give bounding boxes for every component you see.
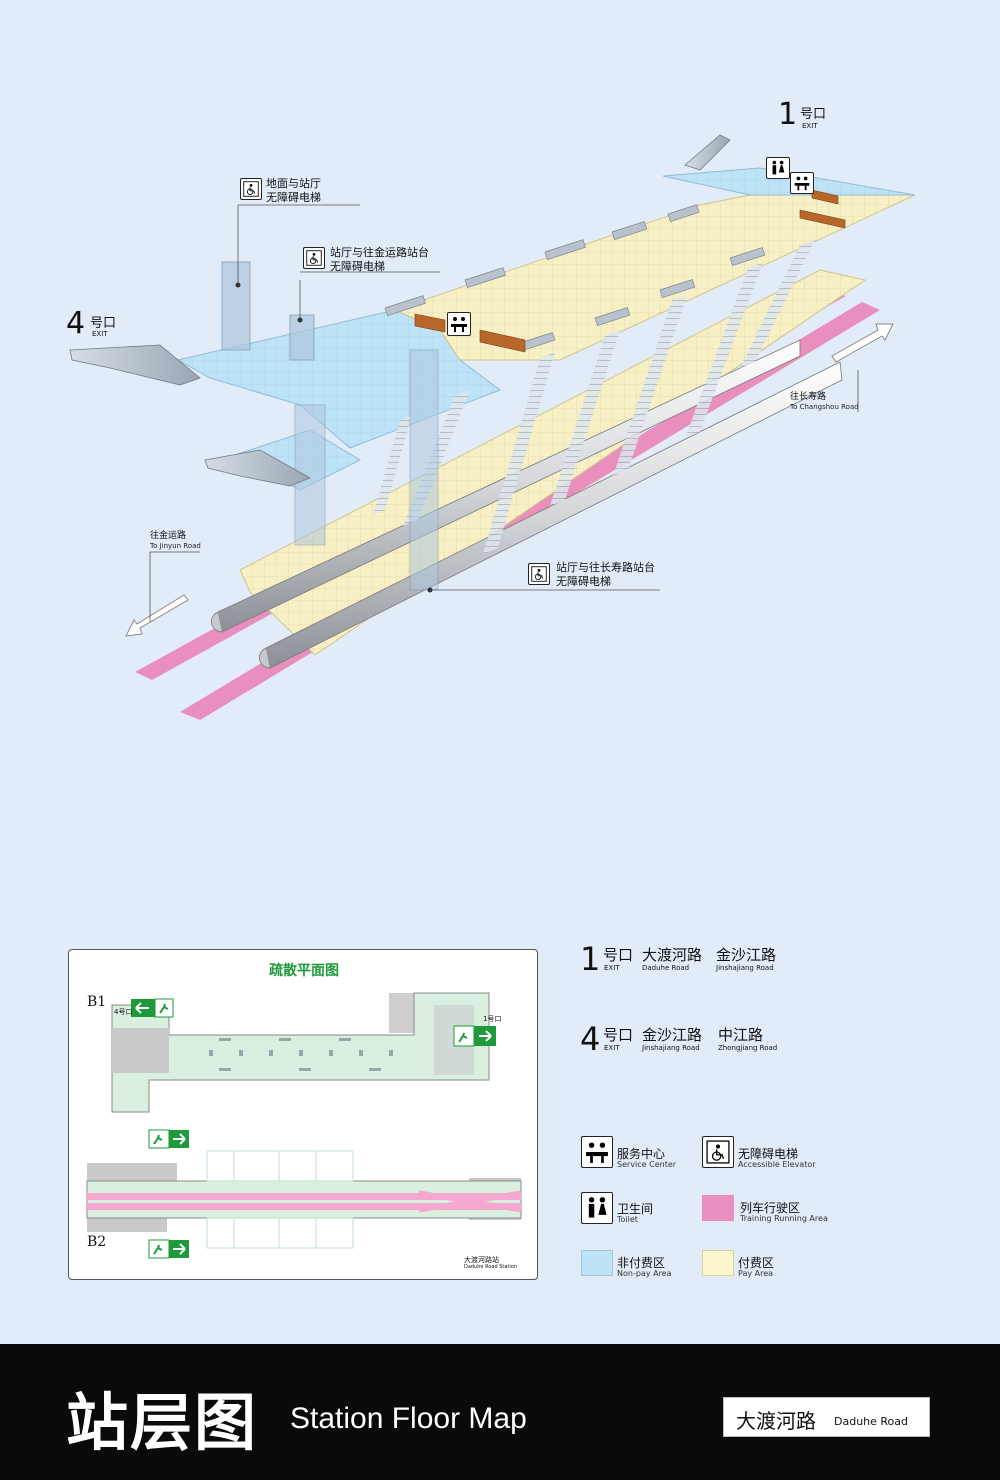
page-title-en: Station Floor Map — [290, 1402, 527, 1435]
direction-arrow-jinyun — [125, 594, 189, 637]
legend-pay-cn: 付费区 — [738, 1256, 775, 1270]
legend-pay-swatch — [702, 1250, 734, 1276]
exit1-number: 1 — [778, 97, 798, 132]
accessible-elevator-icon — [303, 247, 325, 269]
direction-jinyun-en: To Jinyun Road — [150, 542, 201, 550]
evacuation-plan-panel: 疏散平面图 B1 B2 4号口 1号口 大渡河路站 Daduhe Road St… — [68, 949, 538, 1280]
elevator2-line1: 站厅与往金运路站台 — [330, 246, 429, 259]
concourse-pay-area — [393, 194, 916, 361]
legend-toilet-cn: 卫生间 — [617, 1202, 654, 1216]
legend-nonpay-swatch — [581, 1250, 613, 1276]
accessible-elevator-icon — [240, 178, 262, 200]
station-name-en: Daduhe Road — [834, 1415, 909, 1428]
exit4-number: 4 — [66, 306, 86, 341]
legend-service-cn: 服务中心 — [617, 1147, 666, 1161]
exit1-road2-en: Jinshajiang Road — [716, 964, 774, 972]
exit1-road2-cn: 金沙江路 — [716, 946, 777, 964]
toilet-icon — [766, 157, 790, 179]
elevator2-line2: 无障碍电梯 — [330, 260, 385, 273]
footer-bar: 站层图 Station Floor Map 大渡河路 Daduhe Road — [0, 1344, 1000, 1480]
legend-nonpay-en: Non-pay Area — [617, 1269, 672, 1278]
evac-exit-sign-b2-top — [148, 1129, 189, 1149]
evac-exit4-label: 4号口 — [114, 1008, 133, 1016]
legend-elevator-en: Accessible Elevator — [738, 1160, 816, 1169]
legend-nonpay-cn: 非付费区 — [617, 1256, 666, 1270]
toilet-icon — [581, 1192, 613, 1224]
accessible-elevator-icon — [702, 1136, 734, 1168]
station-name-box: 大渡河路 Daduhe Road — [723, 1397, 930, 1437]
evac-exit-sign-b1-right — [453, 1025, 496, 1047]
exit4-road2-en: Zhongjiang Road — [718, 1044, 778, 1052]
station-3d-map — [69, 134, 916, 720]
train-to-changshou — [258, 361, 843, 669]
evac-station-cn: 大渡河路站 — [464, 1256, 499, 1264]
exit4-road1-en: Jinshajiang Road — [642, 1044, 700, 1052]
evac-exit-sign-b2-bottom — [148, 1239, 189, 1259]
leader-lines — [149, 204, 859, 622]
b2-label: B2 — [87, 1234, 107, 1250]
evac-station-en: Daduhe Road Station — [464, 1264, 518, 1270]
exit1-road1-en: Daduhe Road — [642, 964, 690, 972]
legend-pay-en: Pay Area — [738, 1269, 774, 1278]
map-graphic — [69, 134, 916, 720]
legend-running-en: Training Running Area — [740, 1214, 828, 1223]
legend-service-en: Service Center — [617, 1160, 677, 1169]
evacuation-title: 疏散平面图 — [269, 963, 339, 979]
exit4-road2-cn: 中江路 — [718, 1026, 764, 1044]
legend-running-swatch — [702, 1195, 734, 1221]
exit4-label: 号口 — [90, 316, 117, 331]
page-title-cn: 站层图 — [66, 1386, 259, 1459]
elevator3-line1: 站厅与往长寿路站台 — [556, 561, 655, 574]
service-center-icon — [790, 172, 814, 194]
elevator3-line2: 无障碍电梯 — [556, 575, 611, 588]
legend-elevator-cn: 无障碍电梯 — [738, 1147, 799, 1161]
service-center-icon — [447, 312, 471, 336]
evac-exit1-label: 1号口 — [483, 1015, 502, 1023]
exit1-road1-cn: 大渡河路 — [642, 946, 703, 964]
exit4-en: EXIT — [92, 330, 108, 338]
evac-exit-sign-b1-left — [131, 998, 174, 1018]
direction-arrow-changshou — [831, 323, 894, 363]
direction-changshou-cn: 往长寿路 — [790, 392, 827, 402]
exit1-label: 号口 — [800, 107, 827, 122]
exit4-road1-cn: 金沙江路 — [642, 1026, 703, 1044]
legend-toilet-en: Toilet — [617, 1215, 638, 1224]
evacuation-plan-graphic — [86, 992, 522, 1259]
accessible-elevator-icon — [528, 563, 550, 585]
b1-label: B1 — [87, 994, 107, 1010]
station-name-cn: 大渡河路 — [736, 1409, 816, 1433]
service-center-icon — [581, 1136, 613, 1168]
exit-escalators — [69, 134, 731, 487]
service-counters — [414, 189, 846, 353]
direction-changshou-en: To Changshou Road — [790, 403, 859, 411]
elevator1-line2: 无障碍电梯 — [266, 191, 321, 204]
direction-jinyun-cn: 往金运路 — [150, 531, 187, 541]
elevator1-line1: 地面与站厅 — [266, 177, 321, 190]
legend-running-cn: 列车行驶区 — [740, 1201, 801, 1215]
exit1-en: EXIT — [802, 122, 818, 130]
fare-gates — [384, 204, 766, 351]
elevator-shafts — [221, 261, 439, 591]
